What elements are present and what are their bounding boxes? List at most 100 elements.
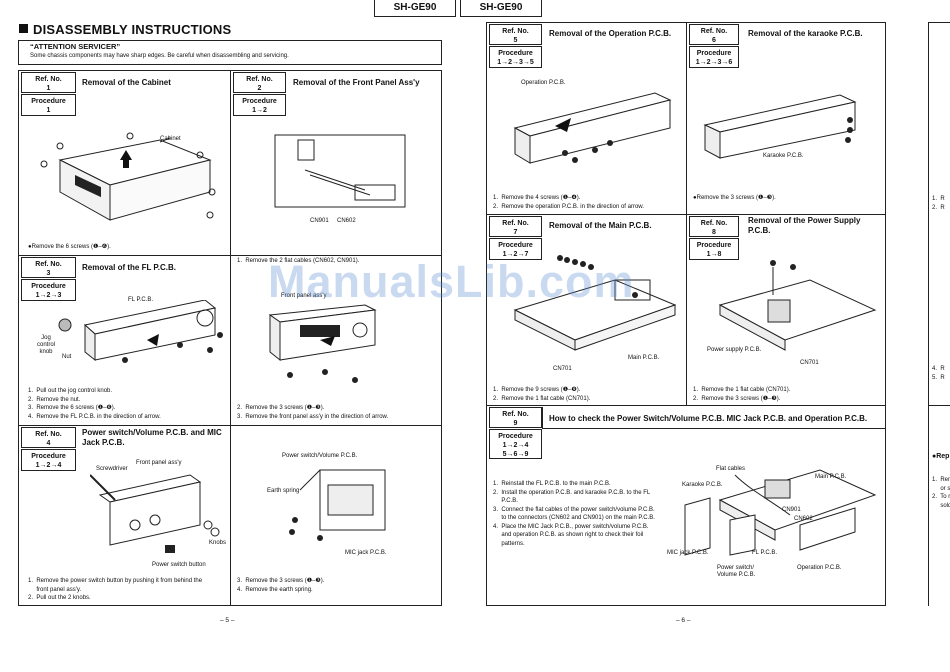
attention-heading: “ATTENTION SERVICER” <box>30 42 121 51</box>
fl-pcb-diagram <box>58 300 223 363</box>
power-switch-diagram-right <box>289 469 386 541</box>
power-supply-diagram <box>718 260 877 351</box>
proc-sequence: 1 <box>46 107 51 114</box>
steps-6: ●Remove the 3 screws (❶–❸). <box>693 195 776 201</box>
callout-flat-cables: Flat cables <box>716 466 746 472</box>
callout-earth-spring: Earth spring <box>267 488 300 494</box>
proc-sequence: 1→2→4 5→6→9 <box>502 442 529 458</box>
callout-cn701-8: CN701 <box>800 360 819 366</box>
proc-cell-9: Procedure 1→2→4 5→6→9 <box>489 429 542 459</box>
ref-cell-5: Ref. No.5 <box>489 24 542 45</box>
main-pcb-diagram <box>513 255 677 351</box>
front-panel-diagram-top <box>274 134 406 208</box>
karaoke-pcb-diagram <box>703 94 857 159</box>
front-panel-diagram-bottom <box>268 304 377 383</box>
proc-label: Procedure <box>696 242 732 249</box>
ref-number: 6 <box>712 37 716 44</box>
callout-cn602: CN602 <box>337 218 356 224</box>
title-square-icon <box>19 24 28 33</box>
proc-cell-8: Procedure 1→8 <box>689 238 739 260</box>
ref-number: 9 <box>513 420 518 427</box>
ref-number: 4 <box>46 440 51 447</box>
steps-4b: 3. Remove the 3 screws (❶–❸). 4. Remove … <box>237 578 325 593</box>
right-column-divider <box>686 22 687 405</box>
edge-fragment-5: 5. R <box>932 375 945 381</box>
callout-cn602-9: CN602 <box>794 516 813 522</box>
callout-mic-jack-pcb: MIC jack P.C.B. <box>345 550 387 556</box>
ref-cell-4: Ref. No. 4 <box>21 427 76 448</box>
proc-sequence: 1→2→7 <box>502 251 529 258</box>
page-number-left: – 5 – <box>220 617 235 624</box>
callout-operation-pcb: Operation P.C.B. <box>521 80 566 86</box>
edge-fragment-2: 1. R <box>932 196 945 202</box>
edge-fragment-6: 1. Rem or sl 2. To r sold <box>932 477 950 509</box>
callout-power-volume-pcb: Power switch/Volume P.C.B. <box>282 453 358 459</box>
callout-power-supply-pcb: Power supply P.C.B. <box>707 347 762 353</box>
proc-label: Procedure <box>31 453 66 460</box>
section-9-title-underline <box>542 428 886 429</box>
section-title-3: Removal of the FL P.C.B. <box>82 263 176 272</box>
next-page-edge <box>928 22 929 606</box>
proc-label: Procedure <box>31 98 66 105</box>
ref-cell-6: Ref. No.6 <box>689 24 739 45</box>
edge-fragment-4: 4. R <box>932 366 945 372</box>
ref-cell-9: Ref. No. 9 <box>489 407 542 428</box>
callout-front-panel: Front panel ass'y <box>281 293 327 299</box>
callout-power-switch-button: Power switch button <box>152 562 206 568</box>
section-title-2: Removal of the Front Panel Ass'y <box>293 78 420 87</box>
proc-sequence: 1→2→3 <box>35 292 62 299</box>
ref-cell-8: Ref. No. 8 <box>689 216 739 237</box>
ref-label: Ref. No. <box>35 431 62 438</box>
callout-operation-pcb-9: Operation P.C.B. <box>797 565 842 571</box>
proc-label: Procedure <box>498 433 533 440</box>
proc-sequence: 1→2→3→5 <box>497 59 534 66</box>
ref-number: 8 <box>712 229 716 236</box>
steps-3: 1. Pull out the jog control knob. 2. Rem… <box>28 388 161 420</box>
steps-2a: 1. Remove the 2 flat cables (CN602, CN90… <box>237 258 360 264</box>
ref-number: 1 <box>46 85 51 92</box>
ref-label: Ref. No. <box>700 220 728 227</box>
section-title-8: Removal of the Power Supply P.C.B. <box>748 216 861 235</box>
callout-karaoke-pcb: Karaoke P.C.B. <box>763 153 804 159</box>
cabinet-diagram <box>40 132 216 221</box>
section-title-9: How to check the Power Switch/Volume P.C… <box>549 414 868 423</box>
section-title-5: Removal of the Operation P.C.B. <box>549 29 672 38</box>
ref-number: 7 <box>513 229 518 236</box>
next-page-line <box>928 405 950 406</box>
left-column-divider <box>230 70 231 606</box>
callout-cabinet: Cabinet <box>160 136 181 142</box>
ref-label: Ref. No. <box>35 76 62 83</box>
steps-4a: 1. Remove the power switch button by pus… <box>28 578 203 601</box>
proc-sequence: 1→8 <box>706 251 722 258</box>
ref-cell-3: Ref. No.3 <box>21 257 76 278</box>
steps-1: ●Remove the 6 screws (❶–❻). <box>28 244 111 250</box>
proc-label: Procedure <box>242 98 277 105</box>
callout-nut: Nut <box>62 354 72 360</box>
model-tab-right: SH-GE90 <box>460 0 542 17</box>
ref-cell-1: Ref. No. 1 <box>21 72 76 93</box>
steps-5: 1. Remove the 4 screws (❶–❹). 2. Remove … <box>493 195 644 210</box>
callout-cn701: CN701 <box>553 366 572 372</box>
ref-number: 3 <box>46 270 51 277</box>
section-title-7: Removal of the Main P.C.B. <box>549 221 652 230</box>
callout-front-panel-4: Front panel ass'y <box>136 460 182 466</box>
ref-label: Ref. No. <box>502 411 529 418</box>
steps-9: 1. Reinstall the FL P.C.B. to the main P… <box>493 481 655 547</box>
edge-fragment-3: 2. R <box>932 205 945 211</box>
page-title: DISASSEMBLY INSTRUCTIONS <box>33 22 232 37</box>
right-row-divider-1 <box>486 214 886 215</box>
steps-2b: 2. Remove the 3 screws (❶–❸). 3. Remove … <box>237 405 389 420</box>
ref-label: Ref. No. <box>502 220 529 227</box>
ref-label: Ref. No. <box>502 28 529 35</box>
section-title-4: Power switch/Volume P.C.B. and MIC Jack … <box>82 428 222 447</box>
steps-7: 1. Remove the 9 screws (❶–❾). 2. Remove … <box>493 387 591 402</box>
ref-label: Ref. No. <box>246 76 273 83</box>
callout-knobs: Knobs <box>209 540 227 546</box>
watermark-text: ManualsLib.com <box>268 256 635 307</box>
section-title-1: Removal of the Cabinet <box>82 78 171 87</box>
